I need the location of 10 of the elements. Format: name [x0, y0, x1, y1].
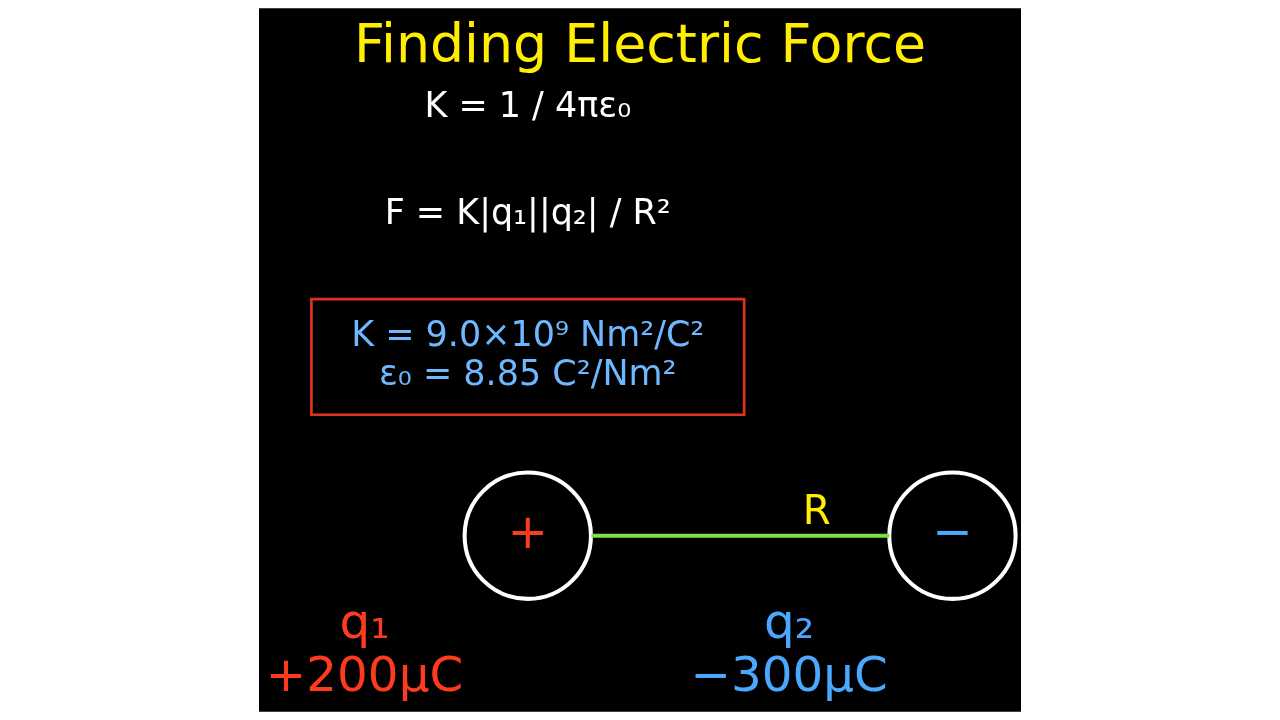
connector [591, 533, 890, 538]
node-circle: + [462, 470, 593, 601]
node-box: K = 9.0×10⁹ Nm²/C² ε₀ = 8.85 C²/Nm² [310, 297, 746, 417]
label: F = K|q₁||q₂| / R² [384, 192, 671, 233]
node-circle: − [887, 470, 1018, 601]
edge-label: R [802, 486, 831, 534]
node-label: q₁ [339, 592, 390, 649]
label: K = 1 / 4πε₀ [424, 84, 632, 125]
diagram-title: Finding Electric Force [353, 11, 927, 75]
node-label: q₂ [764, 592, 815, 649]
